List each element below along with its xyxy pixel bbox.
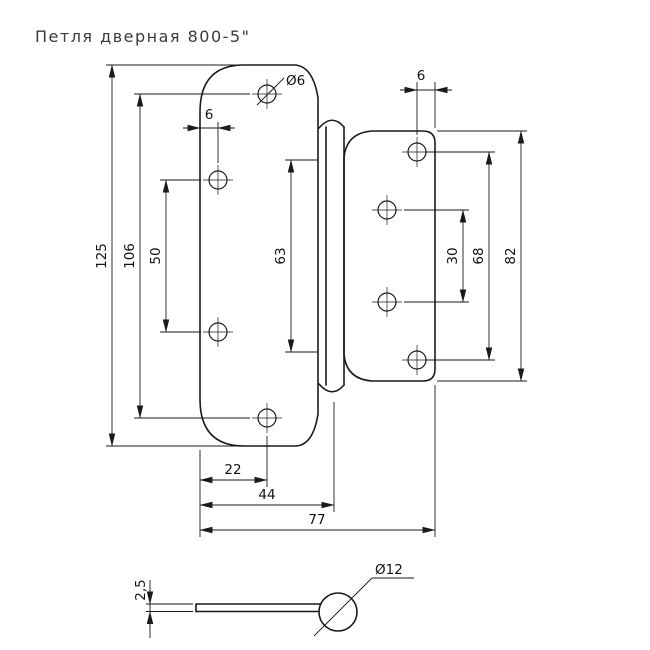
screw-hole	[203, 317, 233, 347]
dim-leaf-thickness-label: 2,5	[133, 579, 149, 600]
screw-hole	[372, 287, 402, 317]
dim-hole-span-outer-left: 106	[122, 93, 250, 419]
dim-hole-column-offset-label: 22	[224, 462, 241, 478]
dim-leaf-thickness: 2,5	[133, 579, 193, 638]
knuckle-circle	[318, 592, 358, 632]
left-leaf-outline	[199, 64, 319, 447]
callout-knuckle-diameter: Ø12	[313, 562, 414, 637]
screw-hole	[252, 403, 282, 433]
screw-holes	[203, 79, 432, 433]
leaf-profile	[195, 603, 322, 613]
knuckle	[318, 119, 345, 393]
dim-left-leaf-width-label: 44	[258, 487, 275, 503]
right-leaf-outline	[343, 130, 436, 382]
dim-hole-span-inner-left: 50	[148, 179, 201, 333]
dim-hole-edge-offset-left: 6	[183, 107, 235, 163]
dim-hole-span-outer-right: 68	[425, 151, 495, 361]
callout-knuckle-diameter-label: Ø12	[375, 562, 403, 578]
dim-hole-span-outer-left-label: 106	[122, 243, 138, 269]
dim-right-leaf-height-label: 82	[503, 247, 519, 264]
dim-hole-column-offset: 22	[199, 436, 268, 537]
front-view: 125 106 50 6 Ø6	[94, 64, 527, 537]
dim-total-height-label: 125	[94, 243, 110, 269]
dim-left-leaf-width: 44	[199, 402, 335, 512]
drawing-title: Петля дверная 800-5"	[35, 27, 250, 46]
callout-hole-diameter: Ø6	[256, 73, 305, 106]
dim-hole-span-inner-left-label: 50	[148, 247, 164, 264]
screw-hole	[252, 79, 282, 109]
dim-total-width-label: 77	[308, 512, 325, 528]
dim-hole-edge-offset-right-label: 6	[417, 68, 426, 84]
dim-hole-edge-offset-right: 6	[400, 68, 452, 135]
callout-hole-diameter-label: Ø6	[286, 73, 305, 89]
dim-hole-span-inner-right: 30	[404, 209, 469, 303]
side-view: 2,5 Ø12	[133, 562, 414, 638]
screw-hole	[372, 195, 402, 225]
dim-knuckle-height: 63	[273, 159, 317, 353]
dim-total-width: 77	[199, 385, 436, 537]
screw-hole	[203, 165, 233, 195]
dim-hole-edge-offset-left-label: 6	[205, 107, 214, 123]
dim-knuckle-height-label: 63	[273, 247, 289, 264]
dim-hole-span-inner-right-label: 30	[445, 247, 461, 264]
dim-right-leaf-height: 82	[437, 130, 527, 382]
dim-total-height: 125	[94, 64, 248, 447]
dim-hole-span-outer-right-label: 68	[471, 247, 487, 264]
